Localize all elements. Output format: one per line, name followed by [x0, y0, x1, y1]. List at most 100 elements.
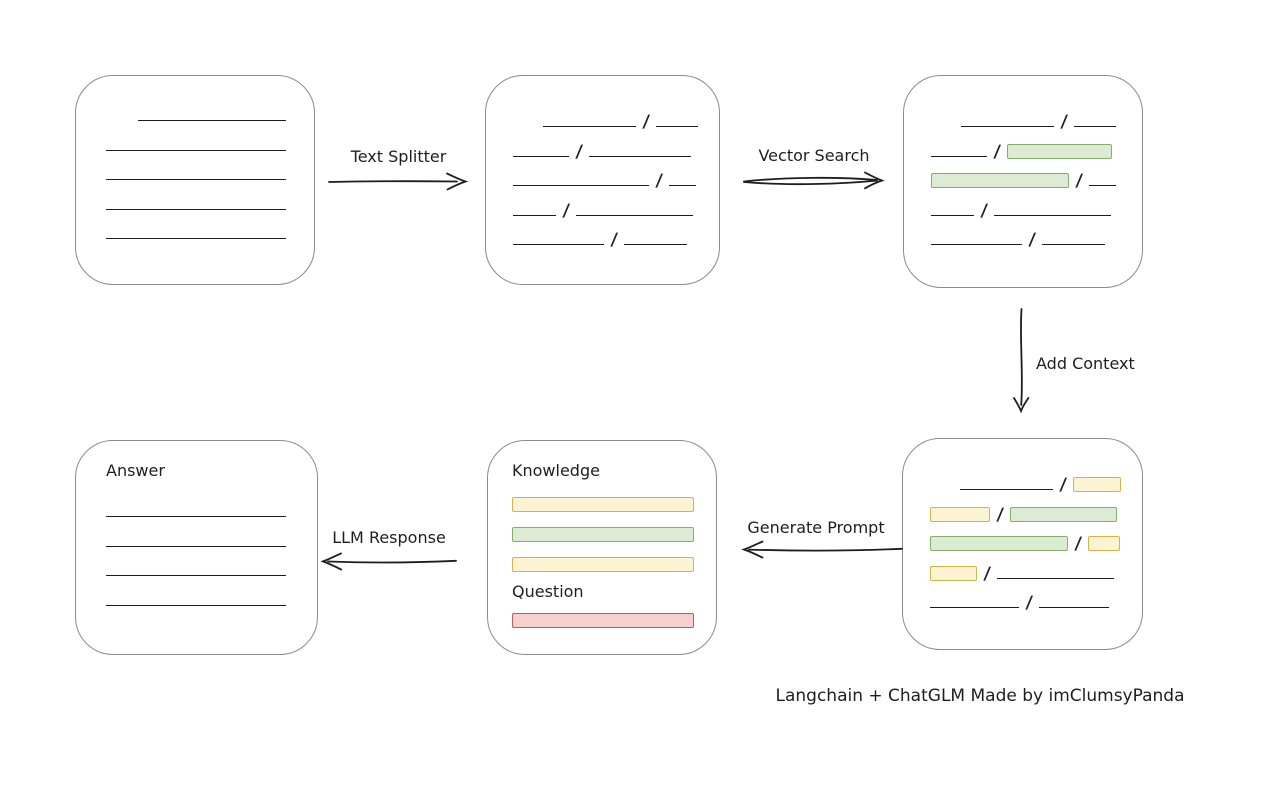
text-row: / — [931, 217, 1142, 250]
text-row — [106, 548, 317, 578]
text-line — [931, 244, 1022, 245]
text-row: / — [513, 217, 719, 250]
text-line — [576, 214, 694, 216]
text-line — [624, 244, 688, 245]
text-line — [106, 149, 286, 151]
slash-separator: / — [1028, 230, 1037, 250]
text-line — [106, 179, 286, 180]
llm-response-arrow-left-icon — [320, 552, 457, 571]
text-line — [994, 214, 1112, 216]
text-row: / — [930, 521, 1142, 554]
add-context-label: Add Context — [1036, 354, 1135, 373]
text-row: / — [513, 128, 719, 162]
add-context-arrow-down-icon — [1013, 308, 1030, 414]
text-row — [106, 577, 317, 607]
green-highlight-bar — [1010, 506, 1118, 522]
indent-space — [513, 127, 536, 128]
vector-matches-lines: ///// — [904, 76, 1142, 287]
text-line — [106, 238, 286, 239]
source-document-box — [75, 75, 315, 285]
vector-matches-box: ///// — [903, 75, 1143, 288]
text-row: / — [513, 99, 719, 132]
indent-space — [106, 121, 131, 122]
llm-response-label: LLM Response — [332, 528, 446, 547]
text-line — [1074, 126, 1117, 127]
text-line — [106, 208, 286, 210]
text-row: / — [931, 128, 1142, 162]
text-line — [106, 604, 286, 606]
prompt-box: Knowledge Question — [487, 440, 717, 655]
text-row — [106, 93, 314, 123]
text-line — [669, 185, 697, 186]
text-row: / — [931, 99, 1142, 132]
green-highlight-bar — [930, 536, 1068, 551]
yellow-highlight-bar — [512, 497, 694, 512]
text-row — [106, 518, 317, 548]
green-highlight-bar — [512, 527, 694, 542]
text-row — [106, 489, 317, 519]
text-line — [513, 185, 649, 186]
text-line — [656, 126, 699, 127]
knowledge-bars — [512, 497, 694, 587]
answer-label: Answer — [106, 461, 165, 480]
source-document-lines — [76, 76, 314, 284]
text-row — [106, 122, 314, 152]
answer-lines — [76, 441, 317, 654]
text-line — [931, 155, 987, 157]
slash-separator: / — [1025, 593, 1034, 613]
text-line — [513, 214, 556, 216]
yellow-highlight-bar — [512, 557, 694, 572]
indent-space — [930, 490, 953, 491]
text-line — [589, 155, 692, 157]
text-line — [1089, 185, 1117, 186]
text-splitter-arrow-right-icon — [328, 172, 469, 191]
context-chunks-lines: ///// — [903, 439, 1142, 649]
red-highlight-bar — [512, 613, 694, 628]
green-highlight-bar — [1007, 143, 1113, 159]
context-chunks-box: ///// — [902, 438, 1143, 650]
text-row: / — [513, 158, 719, 191]
yellow-highlight-bar — [1073, 477, 1122, 492]
split-text-box: ///// — [485, 75, 720, 285]
text-line — [1039, 607, 1110, 608]
text-row: / — [930, 462, 1142, 495]
vector-search-label: Vector Search — [758, 146, 870, 165]
text-line — [513, 244, 604, 245]
text-line — [106, 545, 286, 547]
yellow-highlight-bar — [1088, 536, 1121, 551]
answer-box: Answer — [75, 440, 318, 655]
text-line — [1042, 244, 1106, 245]
text-row: / — [930, 491, 1142, 525]
text-line — [930, 607, 1019, 608]
slash-separator: / — [610, 230, 619, 250]
yellow-highlight-bar — [930, 506, 990, 522]
question-label: Question — [512, 582, 584, 601]
knowledge-label: Knowledge — [512, 461, 600, 480]
text-line — [997, 577, 1115, 579]
text-row: / — [931, 158, 1142, 191]
yellow-highlight-bar — [930, 565, 977, 581]
text-row: / — [931, 187, 1142, 221]
green-highlight-bar — [931, 173, 1069, 188]
question-bars — [512, 613, 694, 643]
text-line — [931, 214, 974, 216]
credit-text: Langchain + ChatGLM Made by imClumsyPand… — [775, 686, 1185, 706]
text-splitter-label: Text Splitter — [350, 147, 447, 166]
text-row — [106, 211, 314, 241]
generate-prompt-label: Generate Prompt — [747, 518, 885, 537]
text-row: / — [930, 580, 1142, 613]
text-row — [106, 181, 314, 211]
text-row: / — [513, 187, 719, 221]
generate-prompt-arrow-left-icon — [741, 540, 903, 559]
text-line — [138, 120, 286, 121]
text-line — [106, 516, 286, 517]
vector-search-arrow-right-icon — [743, 171, 885, 190]
text-line — [106, 575, 286, 576]
indent-space — [931, 127, 954, 128]
text-line — [961, 126, 1054, 127]
text-row: / — [930, 550, 1142, 584]
text-row — [106, 152, 314, 182]
text-line — [960, 489, 1053, 490]
split-text-lines: ///// — [486, 76, 719, 284]
